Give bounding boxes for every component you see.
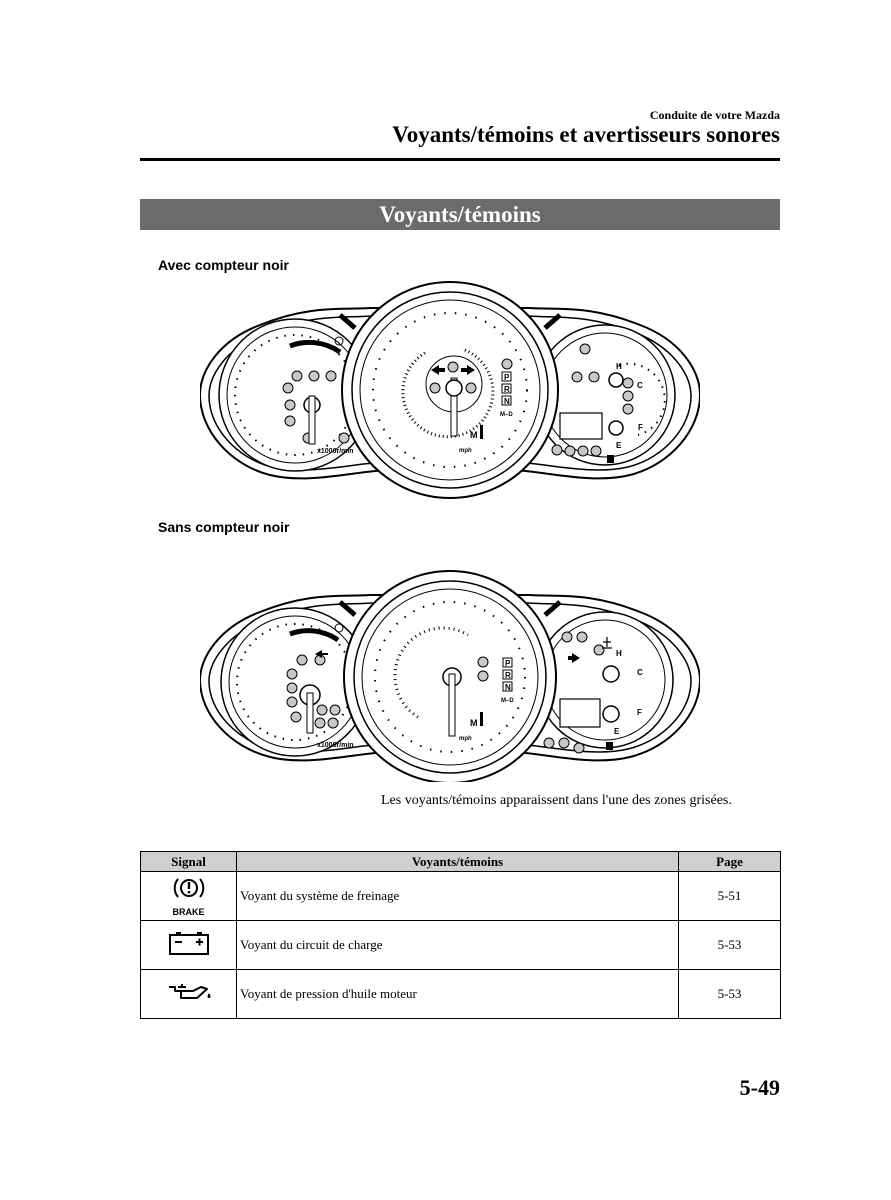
gear-p-label-2: P: [505, 659, 511, 668]
caption-black-meter: Avec compteur noir: [158, 257, 289, 273]
table-row: Voyant du circuit de charge 5-53: [140, 920, 781, 970]
instrument-cluster-black: x1000r/min H C F E P R N M–D M mp: [200, 281, 700, 499]
brake-warning-icon: [173, 878, 204, 898]
temp-cold-label-2: C: [637, 668, 643, 677]
table-row: BRAKE Voyant du système de freinage 5-51: [140, 871, 781, 921]
tach-unit-label: x1000r/min: [317, 448, 354, 455]
light-name: Voyant du système de freinage: [236, 871, 679, 921]
battery-icon: [168, 932, 209, 955]
page-ref: 5-51: [678, 871, 781, 921]
speed-unit-label: mph: [459, 448, 472, 454]
table-row: Voyant de pression d'huile moteur 5-53: [140, 969, 781, 1019]
temp-hot-label: H: [616, 362, 622, 371]
gray-zone-note: Les voyants/témoins apparaissent dans l'…: [381, 793, 732, 808]
gear-p-label: P: [504, 373, 510, 382]
fuel-empty-label: E: [616, 441, 622, 450]
section-band: Voyants/témoins: [140, 199, 780, 230]
light-name: Voyant du circuit de charge: [236, 920, 679, 970]
signal-cell: BRAKE: [140, 871, 237, 921]
page-ref: 5-53: [678, 920, 781, 970]
gear-mode-label: M–D: [500, 412, 513, 418]
gear-manual-label: M: [470, 430, 478, 440]
chapter-title: Conduite de votre Mazda: [649, 108, 780, 122]
gear-n-label-2: N: [505, 683, 511, 692]
gear-n-label: N: [504, 397, 510, 406]
page-number: 5-49: [739, 1075, 780, 1100]
gear-mode-label-2: M–D: [501, 698, 514, 704]
caption-plain-meter: Sans compteur noir: [158, 519, 290, 535]
tach-unit-label-2: x1000r/min: [317, 742, 354, 749]
signal-cell: [140, 920, 237, 970]
signal-cell: [140, 969, 237, 1019]
temp-cold-label: C: [637, 381, 643, 390]
light-name: Voyant de pression d'huile moteur: [236, 969, 679, 1019]
temp-hot-label-2: H: [616, 649, 622, 658]
column-header-name: Voyants/témoins: [236, 851, 679, 872]
column-header-signal: Signal: [140, 851, 237, 872]
gear-r-label-2: R: [505, 671, 511, 680]
gear-manual-label-2: M: [470, 718, 478, 728]
header-rule: [140, 158, 780, 161]
warning-lights-table: Signal Voyants/témoins Page BRAKE Voyant…: [140, 851, 781, 1019]
page-ref: 5-53: [678, 969, 781, 1019]
section-title: Voyants/témoins et avertisseurs sonores: [392, 122, 780, 147]
oil-pressure-icon: [168, 984, 210, 999]
fuel-full-label: F: [638, 423, 643, 432]
brake-icon-label: BRAKE: [172, 907, 205, 917]
fuel-full-label-2: F: [637, 708, 642, 717]
fuel-empty-label-2: E: [614, 727, 620, 736]
speed-unit-label-2: mph: [459, 736, 472, 742]
column-header-page: Page: [678, 851, 781, 872]
instrument-cluster-plain: x1000r/min H C F E P R N M–D M mph: [200, 570, 700, 782]
gear-r-label: R: [504, 385, 510, 394]
table-header-row: Signal Voyants/témoins Page: [140, 851, 781, 872]
